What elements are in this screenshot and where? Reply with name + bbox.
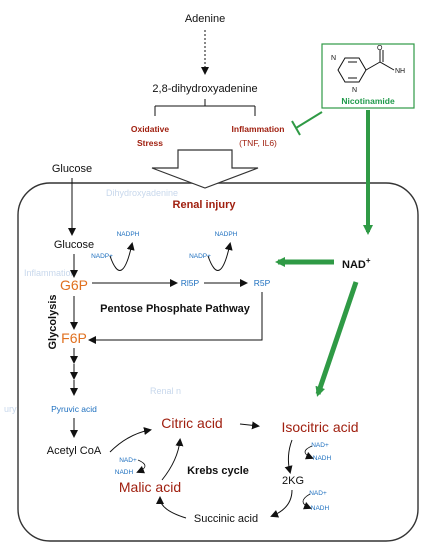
nad-main-label: NAD+ <box>342 256 371 271</box>
ghost-text-1: Dihydroxyadenine <box>106 188 178 198</box>
nad-to-krebs-arrow <box>315 281 359 397</box>
acetyl-to-citric-arrow <box>109 427 152 453</box>
cofactor-curve-k2 <box>302 493 312 510</box>
nad-k1: NAD+ <box>311 442 329 449</box>
nad-k2: NAD+ <box>309 490 327 497</box>
inhibition-bar <box>291 120 301 136</box>
cofactor-curve-2 <box>207 242 233 271</box>
inflammation-detail: (TNF, IL6) <box>239 138 277 148</box>
dha-label: 2,8-dihydroxyadenine <box>152 83 257 95</box>
citric-to-isocitric-arrow <box>239 421 260 430</box>
inhibition-line <box>295 111 323 129</box>
nadh-k3: NADH <box>115 469 134 476</box>
succinic-to-malic-arrow <box>156 496 187 519</box>
glucose-outer-label: Glucose <box>52 163 92 175</box>
isocitric-to-2kg-arrow <box>284 439 293 474</box>
ghost-text-2: Inflammation <box>24 268 76 278</box>
pyruvic-label: Pyruvic acid <box>51 404 97 414</box>
nadph-label-2: NADPH <box>215 231 238 238</box>
malic-label: Malic acid <box>119 479 181 495</box>
r5p-label: R5P <box>254 278 271 288</box>
rl5p-label: Rl5P <box>181 278 200 288</box>
dha-split-bracket <box>154 99 256 116</box>
cofactor-curve-k3 <box>136 459 146 474</box>
acetyl-coa-label: Acetyl CoA <box>47 445 102 457</box>
ppp-label: Pentose Phosphate Pathway <box>100 303 251 315</box>
renal-injury-title: Renal injury <box>173 199 237 211</box>
nicotinamide-n-atom-bottom: N <box>352 87 357 94</box>
ghost-text-4: ury <box>4 404 17 414</box>
nicotinamide-o-atom: O <box>377 45 383 52</box>
nadh-k1: NADH <box>313 455 332 462</box>
r5p-to-f6p-arrow <box>88 292 263 344</box>
nadh-k2: NADH <box>311 505 330 512</box>
nadp-label-2: NADP+ <box>189 253 211 260</box>
nicotinamide-label: Nicotinamide <box>341 96 395 106</box>
nicotinamide-n-atom-top: N <box>331 55 336 62</box>
cofactor-curve-1 <box>109 242 135 271</box>
succinic-label: Succinic acid <box>194 513 258 525</box>
nicotinamide-structure-icon <box>337 50 395 83</box>
nadp-label-1: NADP+ <box>91 253 113 260</box>
hollow-down-arrow <box>151 149 259 189</box>
cofactor-curve-k1 <box>304 445 314 460</box>
f6p-label: F6P <box>61 330 87 346</box>
oxidative-stress-line2: Stress <box>137 138 163 148</box>
nicotinamide-box <box>321 43 415 109</box>
nicotinamide-nh2-group: NH <box>395 68 405 75</box>
kg2-label: 2KG <box>282 475 304 487</box>
nad-k3: NAD+ <box>119 457 137 464</box>
adenine-label: Adenine <box>185 13 225 25</box>
nadph-label-1: NADPH <box>117 231 140 238</box>
krebs-label: Krebs cycle <box>187 465 249 477</box>
oxidative-stress-line1: Oxidative <box>131 124 170 134</box>
glycolysis-label: Glycolysis <box>47 294 59 349</box>
g6p-label: G6P <box>60 277 88 293</box>
isocitric-label: Isocitric acid <box>281 419 358 435</box>
glucose-inner-label: Glucose <box>54 239 94 251</box>
ghost-text-3: Renal n <box>150 386 181 396</box>
inflammation-label: Inflammation <box>232 124 285 134</box>
malic-to-citric-arrow <box>161 438 184 481</box>
citric-label: Citric acid <box>161 415 222 431</box>
kg2-to-succinic-arrow <box>270 489 293 518</box>
